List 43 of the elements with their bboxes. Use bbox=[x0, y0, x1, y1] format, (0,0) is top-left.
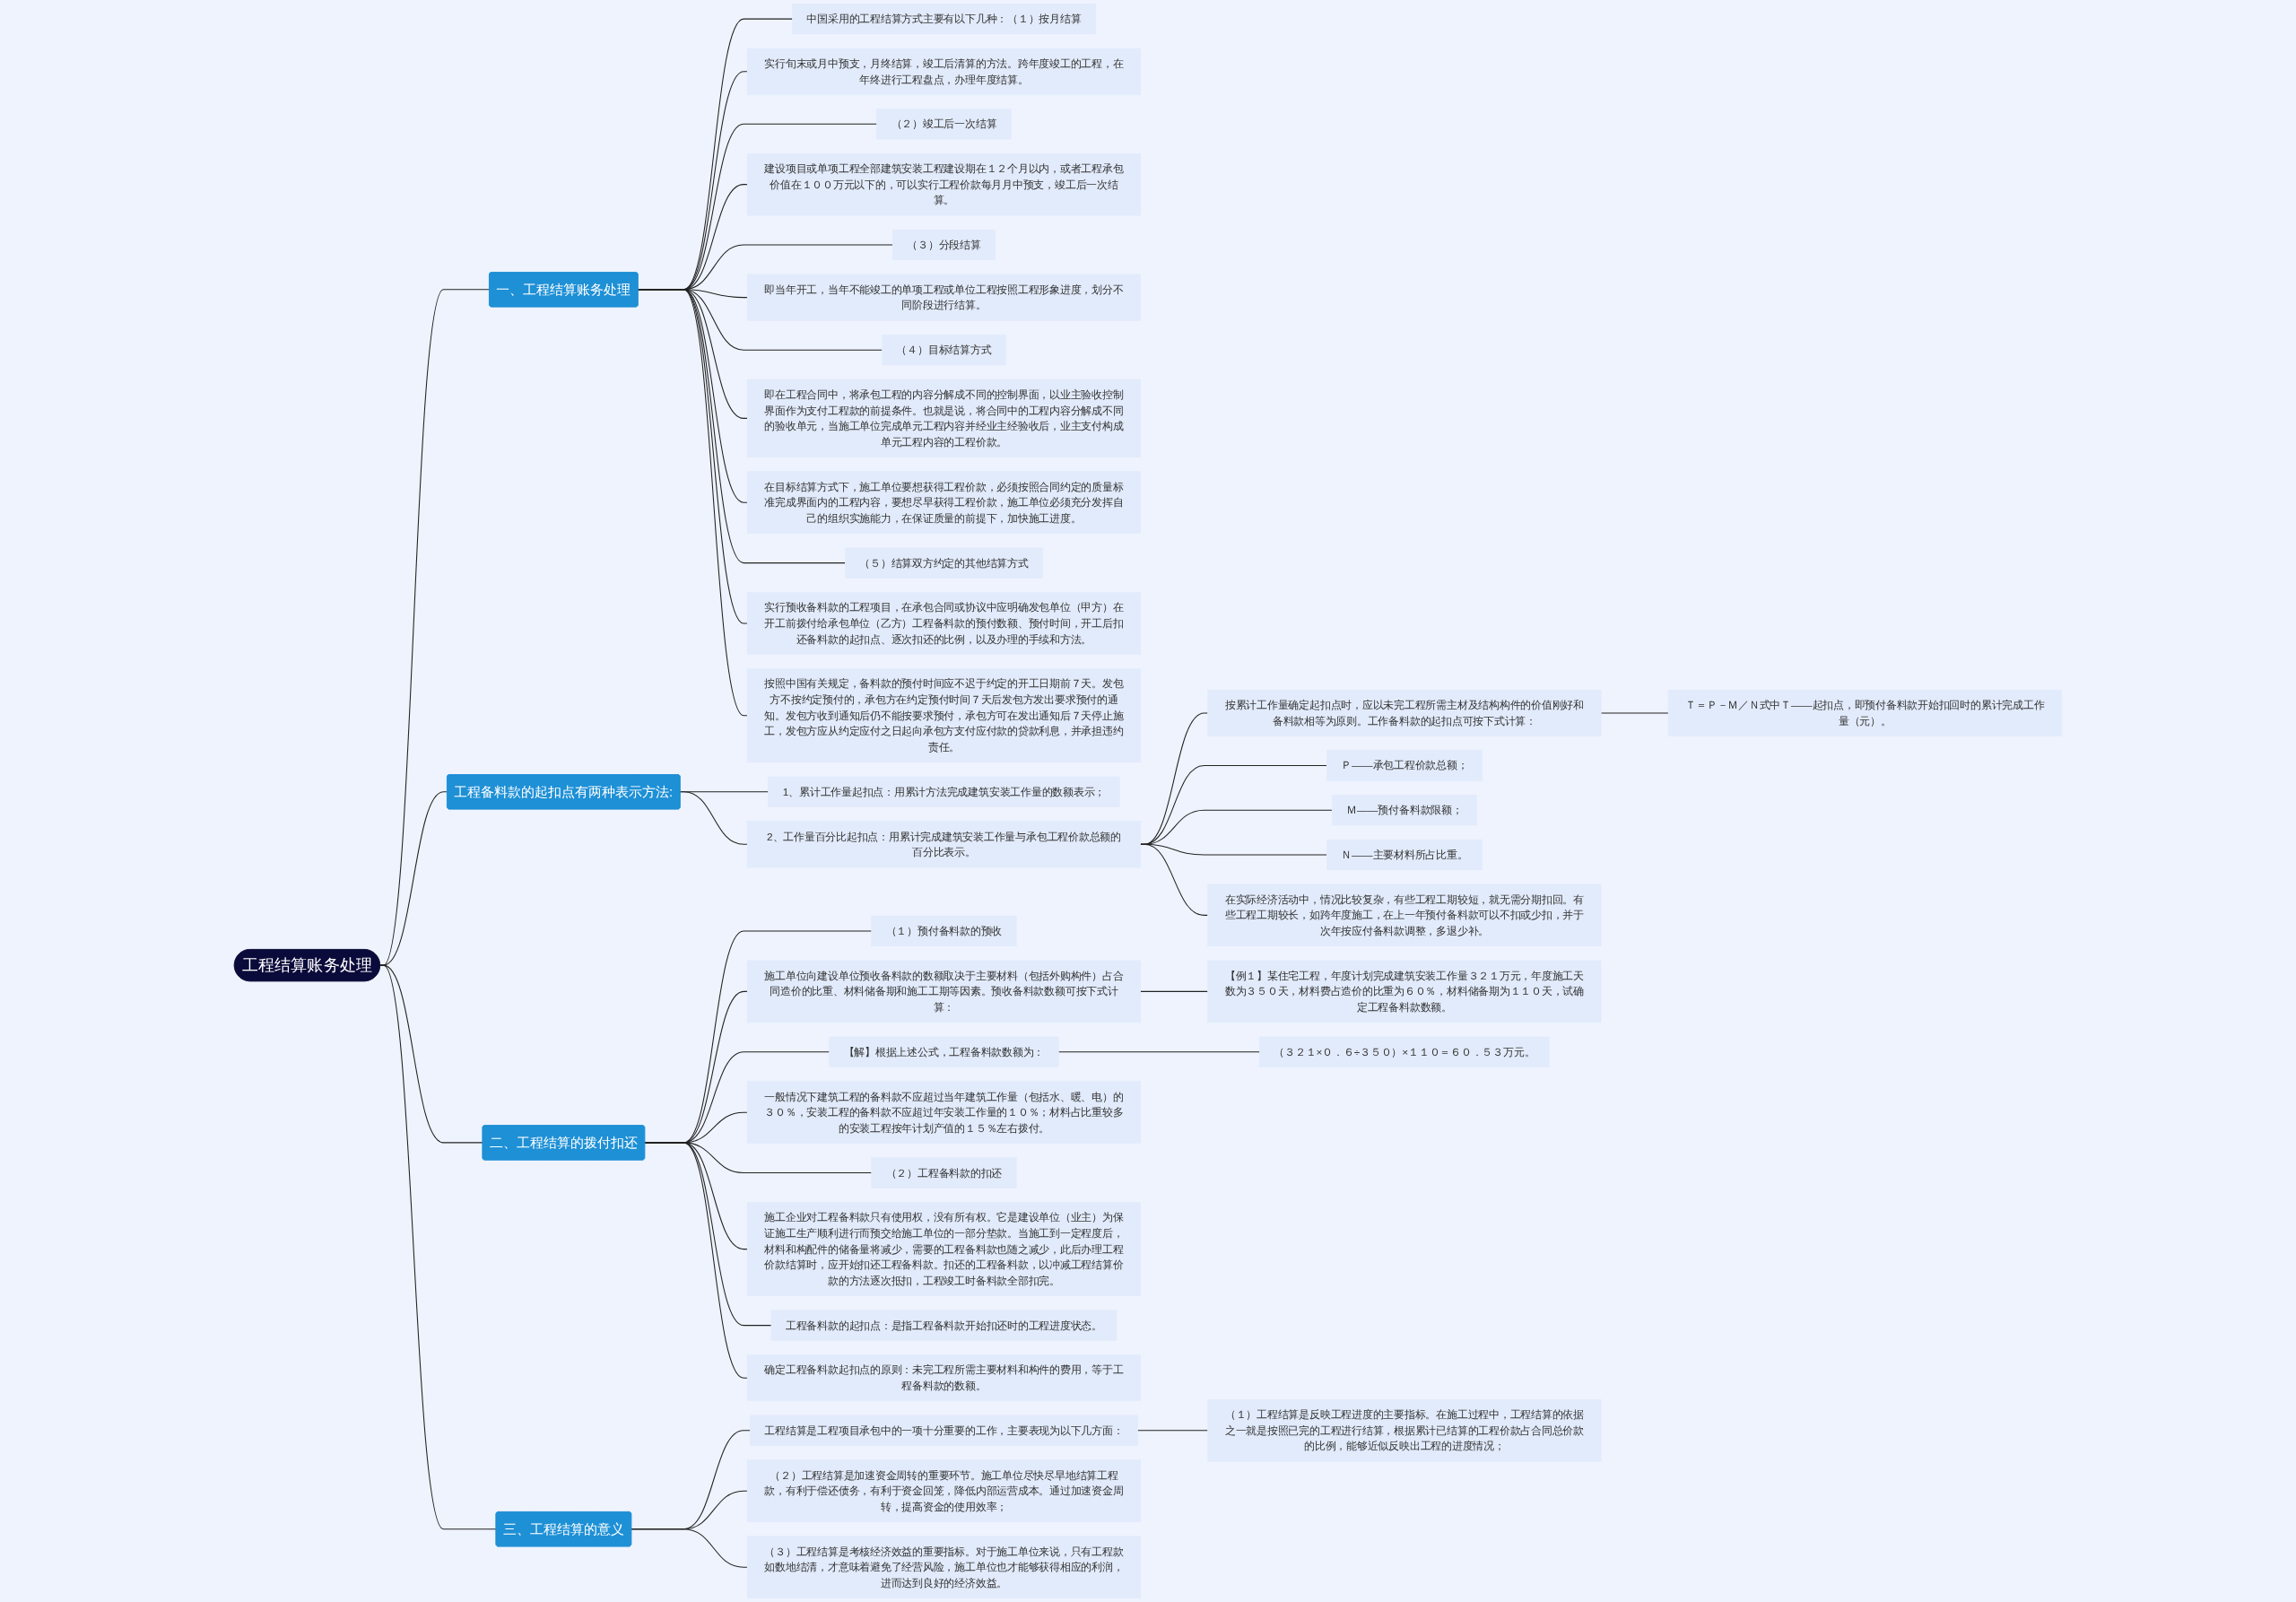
connector bbox=[644, 1142, 748, 1379]
node-box: 确定工程备料款起扣点的原则：未完工程所需主要材料和构件的费用，等于工程备料款的数额。 bbox=[746, 1354, 1142, 1402]
node-box: 工程备料款的起扣点：是指工程备料款开始扣还时的工程进度状态。 bbox=[770, 1310, 1118, 1341]
node-box: 在实际经济活动中，情况比较复杂，有些工程工期较短，就无需分期扣回。有些工程工期较长，如跨年度施工，在上一年预付备料款可以不扣或少扣，并于次年按应付备料款调整，多退少补。 bbox=[1207, 884, 1602, 947]
node-box: 2、工作量百分比起扣点：用累计完成建筑安装工作量与承包工程价款总额的百分比表示。 bbox=[746, 821, 1142, 868]
node-box: 工程结算是工程项目承包中的一项十分重要的工作，主要表现为以下几方面： bbox=[750, 1415, 1138, 1446]
node-box: 在目标结算方式下，施工单位要想获得工程价款，必须按照合同约定的质量标准完成界面内的工程内容，要想尽早获得工程价款，施工单位必须充分发挥自己的组织实施能力，在保证质量的前提下，加快施工进度。 bbox=[746, 471, 1142, 535]
node-box: 实行旬末或月中预支，月终结算，竣工后清算的方法。跨年度竣工的工程，在年终进行工程盘点，办理年度结算。 bbox=[746, 48, 1142, 95]
node-box: 按累计工作量确定起扣点时，应以未完工程所需主材及结构构件的价值刚好和备料款相等为原则。工作备料款的起扣点可按下式计算： bbox=[1207, 690, 1602, 736]
connector bbox=[1137, 1430, 1209, 1432]
node-box: （２）工程备料款的扣还 bbox=[871, 1157, 1017, 1188]
node-box: 即当年开工，当年不能竣工的单项工程或单位工程按照工程形象进度，划分不同阶段进行结算。 bbox=[746, 274, 1142, 321]
node-box: 【例１】某住宅工程，年度计划完成建筑安装工作量３２１万元，年度施工天数为３５０天，材料费占造价的比重为６０％，材料储备期为１１０天，试确定工程备料款数额。 bbox=[1207, 960, 1602, 1023]
node-box: Ｍ——预付备料款限额； bbox=[1331, 795, 1477, 826]
node-box: （２）竣工后一次结算 bbox=[876, 109, 1012, 140]
node-box: 一般情况下建筑工程的备料款不应超过当年建筑工作量（包括水、暖、电）的３０％，安装工程的备料款不应超过年安装工作量的１０％；材料占比重较多的安装工程按年计划产值的１５％左右拨付。 bbox=[746, 1081, 1142, 1144]
node-box: Ｐ——承包工程价款总额； bbox=[1326, 750, 1483, 781]
node-box: （２）工程结算是加速资金周转的重要环节。施工单位尽快尽早地结算工程款，有利于偿还债务，有利于资金回笼，降低内部运营成本。通过加速资金周转，提高资金的使用效率； bbox=[746, 1459, 1142, 1522]
node-box: 实行预收备料款的工程项目，在承包合同或协议中应明确发包单位（甲方）在开工前拨付给承包单位（乙方）工程备料款的预付数额、预付时间，开工后扣还备料款的起扣点、逐次扣还的比例，以及办理的手续和方法。 bbox=[746, 592, 1142, 655]
node-box: （３）工程结算是考核经济效益的重要指标。对于施工单位来说，只有工程款如数地结清，才意味着避免了经营风险，施工单位也才能够获得相应的利润，进而达到良好的经济效益。 bbox=[746, 1536, 1142, 1598]
node-box: 1、累计工作量起扣点：用累计方法完成建筑安装工作量的数额表示； bbox=[768, 776, 1120, 807]
connector bbox=[637, 289, 748, 717]
node-box: 建设项目或单项工程全部建筑安装工程建设期在１２个月以内，或者工程承包价值在１００万元以下的，可以实行工程价款每月月中预支，竣工后一次结算。 bbox=[746, 152, 1142, 216]
node-box: （１）预付备料款的预收 bbox=[871, 915, 1017, 947]
node-box: Ｎ——主要材料所占比重。 bbox=[1326, 839, 1483, 871]
node-box: 施工企业对工程备料款只有使用权，没有所有权。它是建设单位（业主）为保证施工生产顺利进行而预交给施工单位的一部分垫款。当施工到一定程度后，材料和构配件的储备量将减少，需要的工程备料款也随之减少，此后办理工程价款结算时，应开始扣还工程备料款。扣还的工程备料款，以冲减工程结算价款的方法逐次抵扣，工程竣工时备料款全部扣完。 bbox=[746, 1202, 1142, 1297]
node-box: （５）结算双方约定的其他结算方式 bbox=[845, 547, 1043, 579]
connector bbox=[631, 1528, 748, 1568]
node-box: （３２１×０．６÷３５０）×１１０＝６０．５３万元。 bbox=[1259, 1036, 1550, 1067]
connector bbox=[379, 964, 497, 1530]
connector bbox=[1057, 1051, 1260, 1053]
connector bbox=[679, 791, 748, 845]
node-box: 即在工程合同中，将承包工程的内容分解成不同的控制界面，以业主验收控制界面作为支付工程款的前提条件。也就是说，将合同中的工程内容分解成不同的验收单元，当施工单位完成单元工程内容并经业主经验收后，业主支付构成单元工程内容的工程价款。 bbox=[746, 379, 1142, 457]
node-box: （１）工程结算是反映工程进度的主要指标。在施工过程中，工程结算的依据之一就是按照已完的工程进行结算，根据累计已结算的工程价款占合同总价款的比例，能够近似反映出工程的进度情况； bbox=[1207, 1399, 1602, 1462]
connector bbox=[1140, 990, 1209, 992]
connector bbox=[1140, 843, 1209, 916]
node-box: 施工单位向建设单位预收备料款的数额取决于主要材料（包括外购构件）占合同造价的比重、材料储备期和施工工期等因素。预收备料款数额可按下式计算： bbox=[746, 960, 1142, 1023]
node-box: （４）目标结算方式 bbox=[882, 335, 1006, 366]
node-box: 按照中国有关规定，备料款的预付时间应不迟于约定的开工日期前７天。发包方不按约定预付的，承包方在约定预付时间７天后发包方发出要求预付的通知。发包方收到通知后仍不能按要求预付，承包方可在发出通知后７天停止施工，发包方应从约定应付之日起向承包方支付应付款的贷款利息，并承担违约责任。 bbox=[746, 668, 1142, 763]
node-box: 【解】根据上述公式，工程备料款数额为： bbox=[829, 1036, 1059, 1067]
node-box: （３）分段结算 bbox=[892, 229, 996, 261]
node-box: Ｔ＝Ｐ－Ｍ／Ｎ式中Ｔ——起扣点，即预付备料款开始扣回时的累计完成工作量（元）。 bbox=[1667, 690, 2062, 736]
node-box: 中国采用的工程结算方式主要有以下几种：（１）按月结算 bbox=[792, 4, 1096, 35]
